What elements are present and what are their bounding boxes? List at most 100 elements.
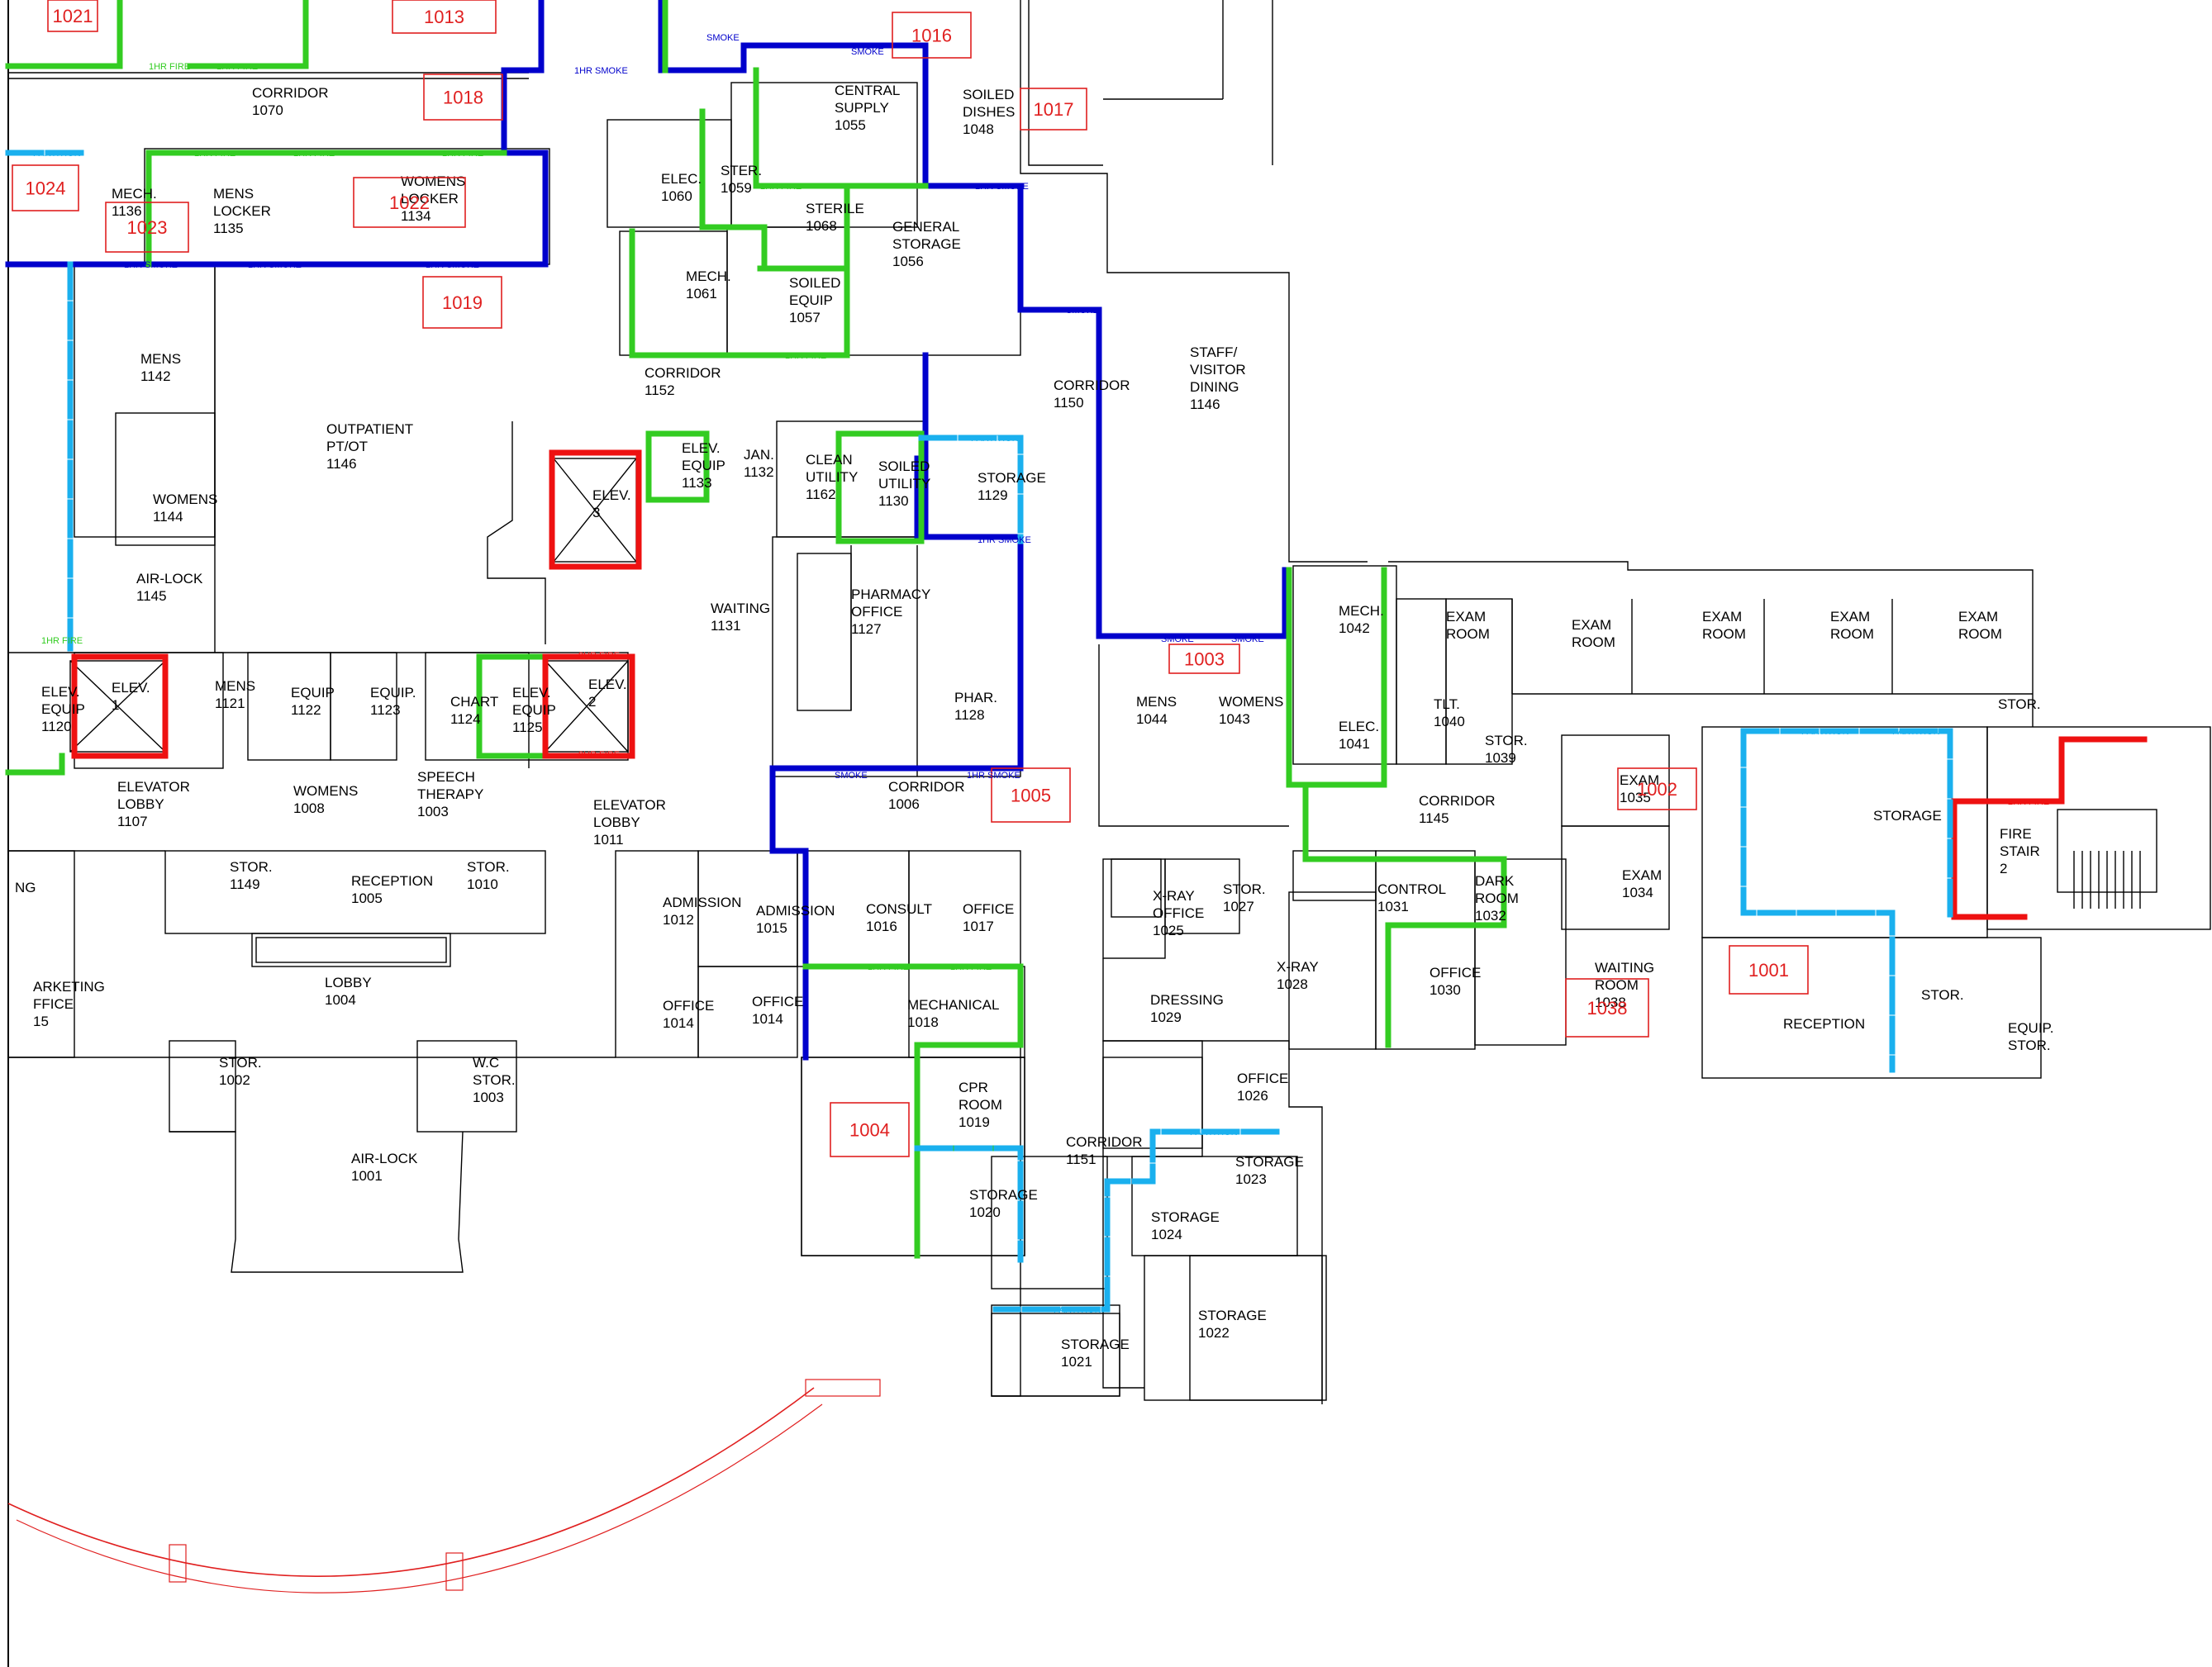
room-label-elev-3: ELEV.3 bbox=[592, 487, 631, 520]
tag-1023: 1023 bbox=[105, 202, 189, 253]
tag-1003: 1003 bbox=[1168, 644, 1240, 674]
fire-barrier-north-2 bbox=[187, 0, 309, 69]
room-label-elec-1041: ELEC.1041 bbox=[1339, 719, 1379, 752]
partition-barriers bbox=[5, 150, 1953, 1313]
wall-rating-label: SMOKE bbox=[1161, 634, 1194, 644]
revision-tag-text: 1013 bbox=[424, 7, 464, 27]
revision-tag-text: 1004 bbox=[849, 1120, 890, 1141]
fire-2hr-barriers bbox=[71, 449, 2148, 920]
fire-barrier-1120 bbox=[5, 753, 65, 776]
fire-2hr-stair-2 bbox=[1951, 736, 2148, 920]
tag-1019: 1019 bbox=[422, 276, 502, 329]
revision-tag-text: 1021 bbox=[53, 6, 93, 26]
room-label-mech-1136: MECH.1136 bbox=[112, 186, 157, 219]
wall-rating-label: 1HR SMOKE bbox=[426, 260, 479, 270]
tag-1038: 1038 bbox=[1565, 978, 1649, 1038]
fire-barrier-1059 bbox=[699, 108, 768, 272]
room-label-phar-1128: PHAR.1128 bbox=[954, 690, 997, 723]
wall-rating-label: 1HR FIRE bbox=[442, 149, 483, 159]
revision-tag-box bbox=[353, 177, 466, 228]
partition-1129 bbox=[918, 435, 1024, 544]
partition-storage-east-b bbox=[1740, 728, 1896, 1073]
room-label-stor-east: STOR. bbox=[1998, 696, 2041, 712]
wall-rating-label: SMOKE bbox=[851, 47, 884, 57]
room-label-storage-east: STORAGE bbox=[1873, 808, 1942, 824]
wall-rating-label: 2HR FIRE bbox=[2008, 797, 2049, 807]
room-label-jan-1132: JAN.1132 bbox=[744, 447, 774, 480]
wall-rating-label: 1HR FIRE bbox=[785, 351, 826, 361]
smoke-barrier-pharmacy bbox=[769, 352, 1024, 1061]
room-label-mech-1042: MECH.1042 bbox=[1339, 603, 1384, 636]
room-label-elev-2: ELEV.2 bbox=[588, 677, 627, 710]
fire-barrier-mech-1042 bbox=[1286, 567, 1507, 928]
partition-1151 bbox=[914, 1145, 1024, 1263]
room-label-stor-1010: STOR.1010 bbox=[467, 859, 510, 892]
wall-rating-label: PARTITION bbox=[1054, 1305, 1101, 1315]
revision-tag-box bbox=[1617, 767, 1697, 810]
revision-tag-box bbox=[105, 202, 189, 253]
tag-1018: 1018 bbox=[423, 74, 503, 121]
wall-rating-label: SMOKE bbox=[1231, 634, 1264, 644]
room-label-ng-fragment: NG bbox=[15, 880, 36, 895]
revision-tag-text: 1001 bbox=[1748, 960, 1789, 981]
tag-1022: 1022 bbox=[353, 177, 466, 228]
wall-rating-label: 2HR FIRE bbox=[578, 651, 620, 661]
tag-1021: 1021 bbox=[47, 0, 98, 32]
partition-storage-east bbox=[1740, 728, 1953, 920]
wall-rating-label: 1HR FIRE bbox=[950, 962, 992, 972]
revision-tag-box bbox=[422, 276, 502, 329]
stair-treads bbox=[2073, 851, 2141, 909]
wall-rating-label: 1HR SMOKE bbox=[574, 66, 628, 76]
wall-rating-label: 2HR FIRE bbox=[578, 750, 620, 760]
revision-tag-text: 1016 bbox=[911, 26, 952, 46]
wall-rating-label: 1HR SMOKE bbox=[967, 771, 1020, 781]
wall-rating-label: 1HR SMOKE bbox=[248, 260, 302, 270]
revision-tag-text: 1002 bbox=[1637, 779, 1677, 800]
revision-tag-box bbox=[392, 0, 497, 34]
tag-1005: 1005 bbox=[991, 767, 1071, 823]
smoke-barrier-top bbox=[658, 0, 929, 189]
tag-1001: 1001 bbox=[1729, 945, 1809, 995]
fire-barrier-elev-equip-1133 bbox=[645, 430, 710, 503]
fire-barrier-soiled-utility bbox=[835, 430, 925, 544]
